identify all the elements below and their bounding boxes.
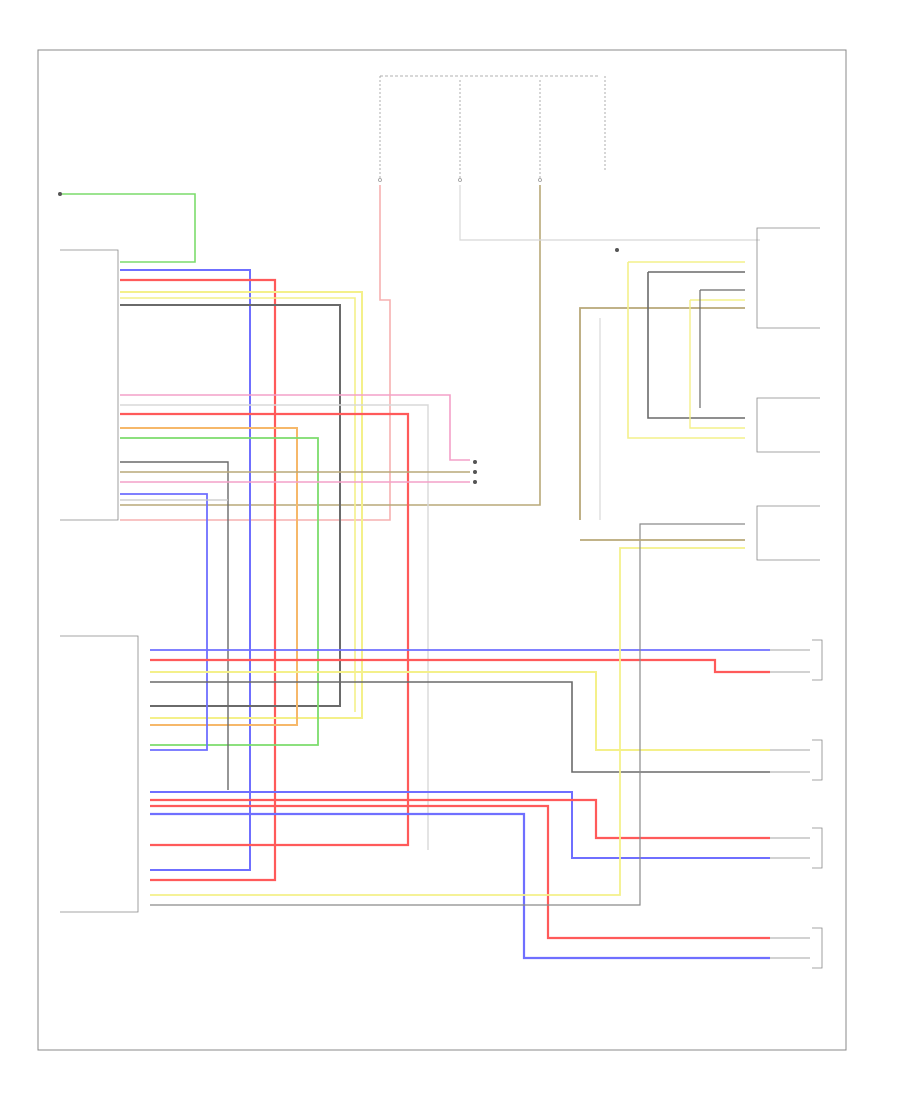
wire-yellow-5: [627, 261, 745, 439]
right-front-speaker-connector: [756, 505, 820, 561]
ground-icon: [58, 192, 62, 196]
wire-gray-1: [120, 404, 429, 850]
power-wire-red: [120, 185, 391, 521]
wire-blue-2: [120, 493, 208, 751]
left-door-speaker: [770, 639, 823, 681]
wire-yellow-2: [120, 297, 356, 712]
power-supply-section: [378, 75, 606, 182]
front-door-right-speaker: [770, 827, 823, 869]
wire-darkgray-5: [699, 289, 745, 408]
wire-pink-1: [120, 394, 470, 461]
splice-icon: [615, 248, 619, 252]
wire-red-3: [150, 658, 770, 674]
wire-darkgray-4: [647, 271, 745, 419]
wire-red-1: [120, 278, 277, 882]
wire-green-1: [120, 437, 319, 746]
antenna-connector: [473, 460, 477, 484]
left-front-speaker-connector: [756, 397, 820, 453]
wire-yellow-6: [689, 299, 745, 429]
wire-orange-1: [120, 427, 298, 726]
wire-darkgray-2: [120, 461, 229, 790]
wire-red-5: [150, 804, 770, 940]
wire-blue-4: [150, 791, 770, 859]
ground-wire-green: [62, 193, 196, 263]
wire-darkgray-1: [120, 304, 341, 707]
wire-yellow-1: [120, 291, 363, 719]
audio-unit-connector: [60, 249, 119, 521]
power-wire-olive: [120, 185, 541, 506]
wire-blue-1: [120, 269, 251, 871]
power-wire-gray: [459, 185, 760, 241]
wire-yellow-4: [150, 547, 745, 896]
wire-darkgray-3: [150, 681, 770, 773]
wire-blue-5: [150, 812, 770, 960]
wire-yellow-3: [150, 671, 770, 751]
diagram-frame: [37, 49, 847, 1051]
left-rear-speaker: [770, 927, 823, 969]
wire-gray-4: [150, 523, 745, 906]
rear-speaker-connector: [756, 227, 820, 329]
sub-woofer-amp-connector: [60, 635, 139, 913]
wire-olive-2: [579, 307, 745, 520]
right-door-speaker: [770, 739, 823, 781]
wire-red-2: [120, 412, 410, 847]
wire-red-4: [150, 798, 770, 840]
